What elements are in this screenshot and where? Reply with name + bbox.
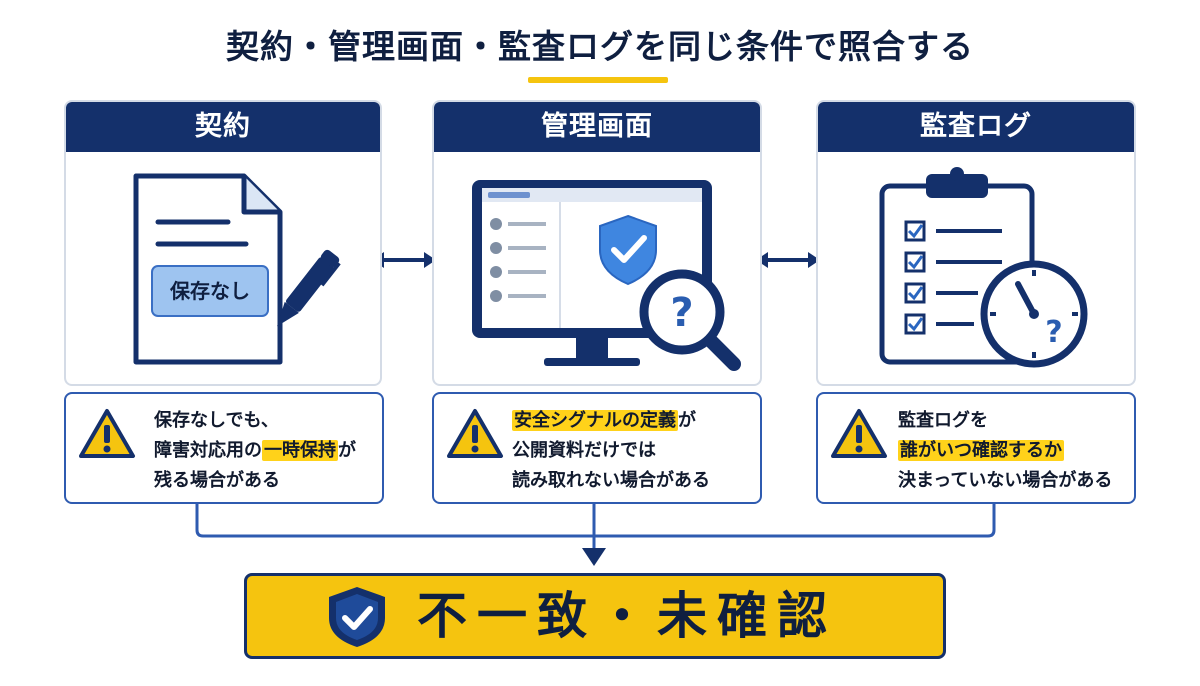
magnifier-question-icon: ?: [639, 269, 741, 371]
note-text: 安全シグナルの定義が 公開資料だけでは 読み取れない場合がある: [512, 410, 710, 491]
panel-header: 監査ログ: [818, 102, 1134, 152]
highlight: 安全シグナルの定義: [512, 410, 678, 431]
panel-header: 契約: [66, 102, 380, 152]
note-text: 保存なしでも、 障害対応用の一時保持が 残る場合がある: [154, 410, 356, 491]
doc-badge: [151, 265, 269, 317]
warning-icon: [831, 409, 887, 458]
warning-icon: [79, 409, 135, 458]
panel-audit-log: 監査ログ ?: [816, 100, 1136, 386]
title-underline: [528, 77, 668, 83]
result-banner: 不一致・未確認: [244, 573, 946, 659]
pen-icon: [277, 249, 341, 327]
warning-icon: [447, 409, 503, 458]
doc-badge-label: 保存なし: [169, 279, 250, 303]
double-arrow-icon: [756, 252, 820, 268]
svg-text:?: ?: [1045, 315, 1062, 350]
note-admin-screen: 安全シグナルの定義が 公開資料だけでは 読み取れない場合がある: [432, 392, 762, 504]
panel-header: 管理画面: [434, 102, 760, 152]
down-arrow-icon: [582, 548, 606, 566]
shield-check-icon: [329, 587, 385, 647]
shield-check-icon: [599, 214, 657, 286]
note-text: 監査ログを 誰がいつ確認するか 決まっていない場合がある: [898, 410, 1113, 491]
page-title: 契約・管理画面・監査ログを同じ条件で照合する: [226, 27, 974, 66]
result-label: 不一致・未確認: [417, 587, 837, 645]
note-audit-log: 監査ログを 誰がいつ確認するか 決まっていない場合がある: [816, 392, 1136, 504]
panel-contract: 契約 保存なし: [64, 100, 382, 386]
highlight: 一時保持: [262, 440, 338, 461]
clock-question-icon: ?: [980, 260, 1088, 368]
note-contract: 保存なしでも、 障害対応用の一時保持が 残る場合がある: [64, 392, 384, 504]
highlight: 誰がいつ確認するか: [898, 440, 1064, 461]
panel-admin-screen: 管理画面 ?: [432, 100, 762, 386]
svg-text:?: ?: [670, 290, 693, 336]
